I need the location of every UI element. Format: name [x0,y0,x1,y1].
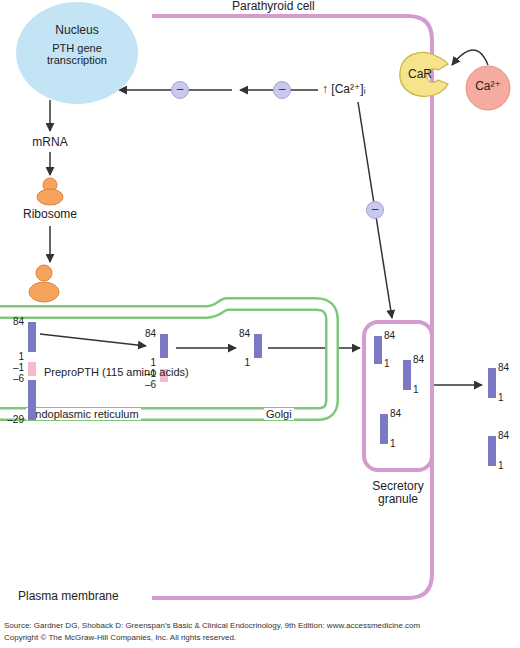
text-label: 1 [134,357,156,368]
node-text: Nucleus [16,24,138,37]
secretion-arrow [434,384,482,386]
peptide-bar [160,334,168,358]
inhibition-sign: – [366,201,384,219]
endoplasmic-reticulum: Endoplasmic reticulum [0,296,340,426]
endoplasmic-reticulum-outline [0,296,340,426]
text-label: –1 [2,362,24,373]
text-label: 1 [498,460,504,471]
flow-arrow [49,152,51,175]
peptide-bar [380,414,388,444]
text-label: 84 [498,430,509,441]
receptor: CaR [396,50,452,100]
text-label: –6 [2,373,24,384]
text-label: Copyright © The McGraw-Hill Companies, I… [4,634,236,643]
er-membrane [0,304,332,414]
bound-ribosome [36,265,52,281]
text-label: –1 [134,368,156,379]
node-text: Endoplasmic reticulum [26,408,141,420]
node-text: – [273,83,291,96]
text-label: 84 [228,328,250,339]
node-text: – [171,83,189,96]
node-text: PTH gene transcription [35,42,119,66]
text-label: 1 [228,357,250,368]
peptide-bar [488,368,496,398]
text-label: 84 [134,328,156,339]
node-text: Parathyroid cell [232,0,315,13]
source-caption: Source: Gardner DG, Shoback D: Greenspan… [4,622,420,631]
node-text: Secretory granule [362,480,434,506]
peptide-bar [374,336,382,364]
nucleus-shape [16,2,138,104]
text-label: Golgi [264,408,294,420]
ribosome-shape [37,189,63,205]
inhibition-arrow [358,102,392,318]
receptor-shape [400,53,448,97]
bound-ribosome [29,282,59,302]
text-label: –6 [134,379,156,390]
text-label: ↑ [Ca²⁺]ᵢ [322,83,366,96]
text-label: 1 [498,392,504,403]
inhibition-circle [274,82,291,99]
text-label: 84 [390,408,401,419]
text-label: 84 [413,354,424,365]
text-label: 84 [384,330,395,341]
granule-outline [364,322,432,470]
ribosome: Ribosome [20,178,80,224]
text-label: 84 [2,316,24,327]
peptide-bar [488,436,496,466]
flow-arrow [49,100,51,131]
text-label: 84 [498,362,509,373]
er-membrane-inner [0,304,332,414]
flow-arrow [176,347,236,349]
peptide-bar [403,360,411,390]
signal-sequence-bar [28,380,36,420]
node-text: Ca²⁺ [465,80,511,93]
inhibition-sign: – [273,81,291,99]
text-label: 1 [2,351,24,362]
peptide-bar [28,322,36,352]
flow-arrow [40,334,146,346]
cell-outline: Parathyroid cellNucleusPTH gene transcri… [0,0,520,612]
peptide-bar [254,334,262,358]
er-band [0,304,332,414]
text-label: 1 [413,384,419,395]
inhibition-circle [367,202,384,219]
node-text: CaR [400,68,440,81]
nucleus-ellipse: NucleusPTH gene transcription [16,2,138,104]
text-label: PreproPTH (115 amino acids) [44,366,189,378]
text-label: mRNA [20,136,80,149]
pro-sequence-bar [28,362,36,376]
text-label: –29 [2,414,24,425]
text-label: 1 [384,358,390,369]
text-label: 1 [390,438,396,449]
node-text: Ribosome [14,208,86,221]
calcium-ion: Ca²⁺ [465,65,511,111]
text-label: Plasma membrane [18,590,119,603]
flow-arrow [268,347,360,349]
inhibition-sign: – [171,81,189,99]
inhibition-circle [172,82,189,99]
node-text: – [366,203,384,216]
binding-arrow [452,50,488,65]
ion-circle [466,66,510,110]
flow-arrow [49,226,51,262]
